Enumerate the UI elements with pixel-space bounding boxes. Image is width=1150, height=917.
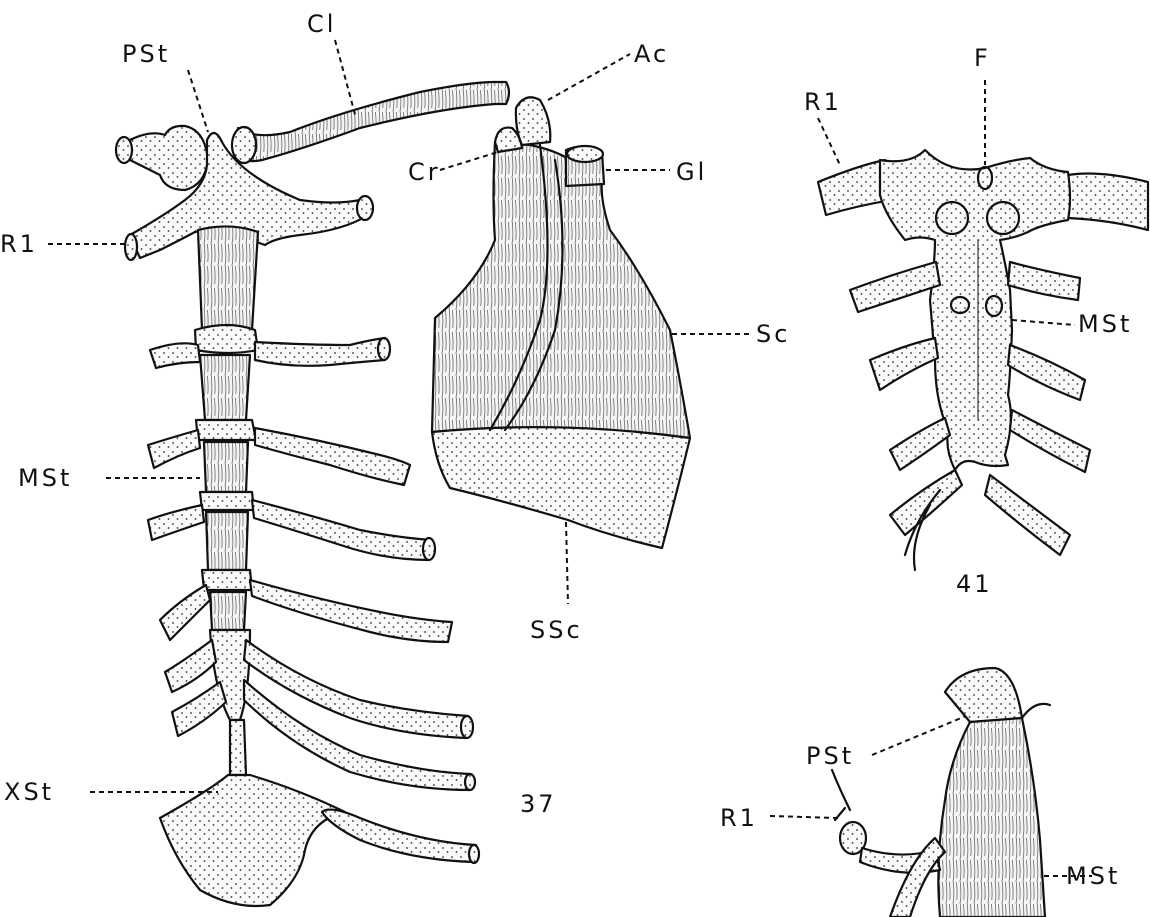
sternum-plate-41 bbox=[880, 150, 1070, 470]
acromion bbox=[516, 97, 550, 145]
rib-left-4 bbox=[148, 505, 204, 540]
label-cl: Cl bbox=[307, 10, 336, 38]
glenoid-surface bbox=[567, 146, 603, 162]
rib-right-2 bbox=[255, 338, 385, 366]
leader-mst-41 bbox=[1012, 320, 1075, 325]
rib-end bbox=[465, 774, 475, 790]
rib-end bbox=[469, 845, 479, 863]
floating-rib bbox=[322, 810, 476, 862]
label-f: F bbox=[974, 44, 991, 72]
mesosternum-seg9 bbox=[210, 592, 246, 630]
rib-left-5 bbox=[160, 585, 210, 640]
mesosternum-seg2 bbox=[195, 325, 258, 353]
rib-41-l3 bbox=[890, 418, 950, 470]
label-mst-41: MSt bbox=[1078, 310, 1132, 338]
rib-41-r3 bbox=[1010, 410, 1090, 472]
leader-cl bbox=[335, 40, 356, 118]
rib-right-5 bbox=[250, 580, 452, 642]
leader-ac bbox=[548, 54, 630, 100]
rib-stub bbox=[832, 770, 850, 820]
label-cr: Cr bbox=[408, 158, 441, 186]
xiphoid-stalk bbox=[230, 720, 246, 775]
label-pst-partial: PSt bbox=[806, 742, 854, 770]
mesosternum-seg4 bbox=[196, 420, 256, 440]
leader-r1-41 bbox=[818, 118, 840, 165]
leader-pst bbox=[188, 70, 208, 132]
left-clavicle-knob bbox=[130, 126, 208, 190]
label-pst: PSt bbox=[122, 40, 170, 68]
mesosternum-seg1 bbox=[198, 226, 258, 330]
rib-end bbox=[378, 338, 390, 360]
rib2-partial bbox=[890, 838, 945, 917]
figure-scapula: Ac Cr Gl Sc SSc bbox=[408, 40, 790, 644]
rib-right-3 bbox=[255, 428, 410, 485]
rib-41-l1 bbox=[850, 262, 940, 312]
rib-41-r4 bbox=[985, 475, 1070, 555]
left-knob-end bbox=[116, 137, 132, 163]
leader-pst-partial bbox=[872, 716, 966, 755]
rib1-right-41 bbox=[1068, 174, 1148, 230]
presternum-partial bbox=[945, 668, 1022, 722]
label-r1: R1 bbox=[0, 230, 38, 258]
label-mst-partial: MSt bbox=[1066, 862, 1120, 890]
mesosternum-seg7 bbox=[206, 512, 248, 570]
label-r1-41: R1 bbox=[804, 88, 842, 116]
figure-41-sternum: F R1 MSt 41 bbox=[804, 44, 1148, 598]
label-gl: Gl bbox=[676, 158, 707, 186]
rib1-end bbox=[125, 234, 137, 260]
label-xst: XSt bbox=[4, 778, 54, 806]
rib-end bbox=[423, 538, 435, 560]
rib-41-l2 bbox=[870, 338, 938, 390]
suprascapula bbox=[432, 427, 690, 548]
clavicle-bone bbox=[236, 82, 509, 161]
label-r1-partial: R1 bbox=[720, 804, 758, 832]
presternum-fibre bbox=[1022, 704, 1050, 718]
right-presternum-end bbox=[357, 196, 373, 220]
rib-left-3 bbox=[148, 430, 200, 468]
rib-left-6 bbox=[165, 640, 216, 692]
label-ssc: SSc bbox=[530, 616, 583, 644]
figure-37-number: 37 bbox=[520, 790, 557, 818]
sternum-body-partial bbox=[938, 718, 1045, 917]
rib-left-7 bbox=[172, 682, 226, 736]
label-mst: MSt bbox=[18, 464, 72, 492]
rib-left-2 bbox=[150, 343, 200, 368]
rib-right-4 bbox=[252, 500, 432, 560]
mesosternum-seg6 bbox=[200, 492, 254, 510]
rib-41-l4 bbox=[890, 470, 962, 535]
label-sc: Sc bbox=[756, 320, 790, 348]
mesosternum-seg5 bbox=[204, 442, 248, 492]
figure-41-number: 41 bbox=[956, 570, 993, 598]
xiphisternum bbox=[160, 775, 345, 906]
figure-partial-sternum: PSt R1 MSt bbox=[720, 668, 1120, 917]
leader-ssc bbox=[566, 522, 568, 604]
mesosternum-seg8 bbox=[202, 570, 252, 590]
rib-41-r2 bbox=[1008, 345, 1085, 400]
rib-41-r1 bbox=[1008, 262, 1080, 300]
leader-cr bbox=[440, 152, 498, 170]
leader-r1-partial bbox=[770, 816, 838, 818]
label-ac: Ac bbox=[634, 40, 669, 68]
clavicle-end bbox=[232, 127, 256, 163]
mesosternum-seg3 bbox=[200, 355, 250, 420]
rib-end bbox=[461, 716, 473, 738]
